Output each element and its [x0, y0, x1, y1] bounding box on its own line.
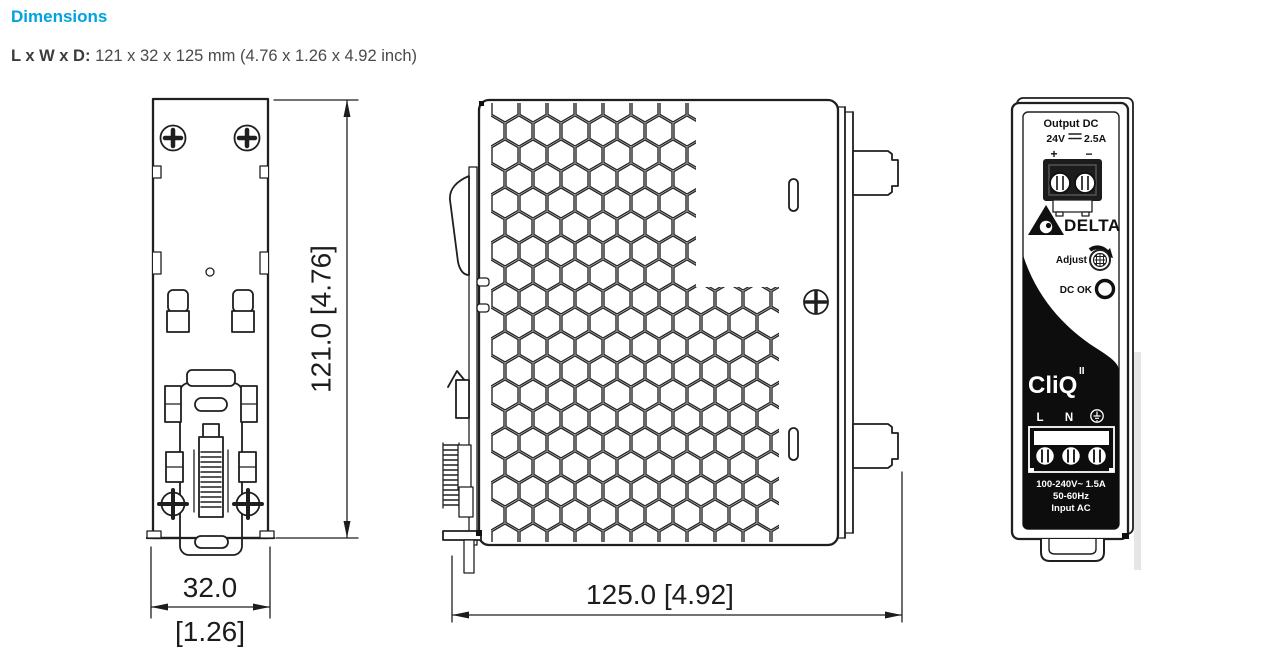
edge-notch: [259, 165, 268, 179]
screw-icon: [803, 289, 829, 315]
side-view-drawing: 125.0 [4.92]: [442, 98, 903, 623]
polarity-minus-label: −: [1085, 147, 1092, 161]
width-dimension: 32.0 [1.26]: [150, 546, 271, 647]
front-din-clip-tab: [1040, 539, 1105, 562]
dc-ok-label: DC OK: [1060, 285, 1093, 296]
front-panel-edge: [844, 106, 854, 539]
ground-terminal-icon: [1090, 409, 1104, 423]
adjust-potentiometer: Adjust: [1056, 245, 1113, 271]
terminal-block-side: [852, 150, 899, 196]
product-logo-text: CliQ: [1028, 372, 1077, 399]
edge-notch: [259, 251, 268, 275]
output-voltage: 24V: [1046, 133, 1065, 145]
rear-view-drawing: 121.0 [4.76] 32.0 [1.26]: [145, 97, 359, 647]
front-view-drawing: Output DC 24V 2.5A + −: [1010, 97, 1141, 570]
width-dimension-inch: [1.26]: [175, 616, 245, 647]
edge-notch: [153, 165, 162, 179]
delta-triangle-icon: [1028, 205, 1064, 235]
side-slot: [788, 178, 799, 212]
output-label: Output DC: [1044, 118, 1099, 130]
page-title: Dimensions: [11, 7, 108, 26]
depth-dimension-label: 125.0 [4.92]: [586, 579, 734, 610]
depth-dimension: 125.0 [4.92]: [451, 471, 903, 623]
side-slot: [788, 427, 799, 461]
height-dimension-label: 121.0 [4.76]: [306, 245, 337, 393]
dimensions-value: 121 x 32 x 125 mm (4.76 x 1.26 x 4.92 in…: [95, 47, 417, 65]
adjust-label: Adjust: [1056, 255, 1088, 266]
screw-icon: [159, 124, 187, 152]
dc-symbol-icon: [1068, 133, 1082, 140]
screw-icon: [233, 124, 261, 152]
side-shadow: [1134, 352, 1141, 570]
product-logo: CliQ II: [1028, 366, 1085, 399]
delta-logo: DELTA: [1028, 205, 1121, 235]
terminal-l-label: L: [1036, 412, 1043, 424]
clip-spring: [193, 423, 229, 518]
din-rail-profile: [442, 101, 490, 574]
center-hole: [205, 267, 215, 277]
mounting-tab: [231, 289, 255, 333]
output-terminal-block: [1043, 159, 1102, 217]
height-dimension: 121.0 [4.76]: [273, 99, 359, 539]
corner-mark: [1122, 533, 1129, 539]
screw-icon: [232, 488, 264, 520]
output-current: 2.5A: [1084, 133, 1107, 145]
width-dimension-mm: 32.0: [183, 572, 238, 603]
dimensions-summary: L x W x D: 121 x 32 x 125 mm (4.76 x 1.2…: [11, 47, 417, 66]
delta-wordmark: DELTA: [1064, 216, 1121, 235]
polarity-plus-label: +: [1050, 147, 1057, 161]
input-terminal-block: [1028, 426, 1115, 473]
vent-hex-pattern: [491, 103, 779, 542]
edge-notch: [153, 251, 162, 275]
screw-icon: [157, 488, 189, 520]
dc-ok-indicator: DC OK: [1060, 278, 1116, 300]
dc-ok-led: [1094, 278, 1116, 300]
input-rating-line2: 50-60Hz: [1053, 491, 1089, 502]
din-clip-assembly: [145, 369, 276, 556]
mounting-tab: [166, 289, 190, 333]
dimensions-label: L x W x D:: [11, 47, 91, 65]
input-rating-line1: 100-240V~ 1.5A: [1036, 479, 1106, 490]
product-logo-sup: II: [1079, 366, 1085, 377]
terminal-n-label: N: [1065, 412, 1073, 424]
input-rating-line3: Input AC: [1051, 503, 1090, 514]
terminal-block-side: [852, 423, 899, 469]
